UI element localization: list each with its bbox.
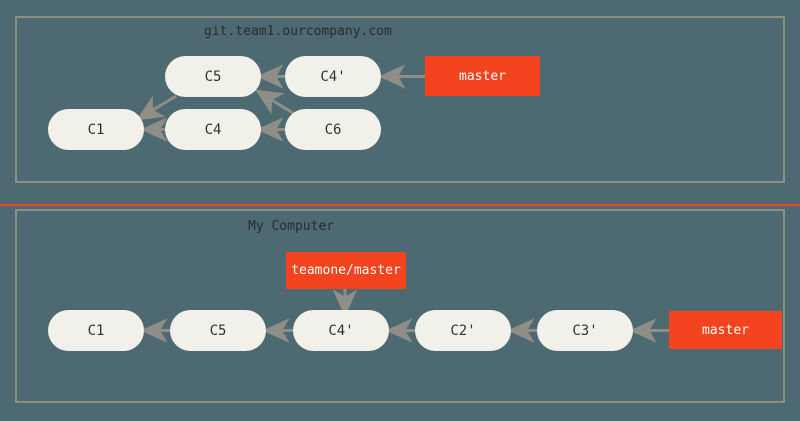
commit-label: C4' [320,68,346,85]
commit-label: C2' [450,322,476,339]
panel-divider-line [0,204,800,206]
commit-node-c1[interactable]: C1 [48,109,144,150]
commit-node-c4-prime[interactable]: C4' [285,56,381,97]
commit-node-local-c4-prime[interactable]: C4' [293,310,389,351]
commit-label: C4' [328,322,354,339]
commit-node-local-c3-prime[interactable]: C3' [537,310,633,351]
commit-label: C3' [572,322,598,339]
branch-ref-master-local[interactable]: master [669,311,782,349]
branch-ref-teamone-master[interactable]: teamone/master [286,252,406,289]
commit-node-c6[interactable]: C6 [285,109,381,150]
branch-ref-label: master [459,68,506,84]
commit-node-c5[interactable]: C5 [165,56,261,97]
commit-label: C5 [204,68,222,85]
branch-ref-label: master [702,322,749,338]
panel-remote-title: git.team1.ourcompany.com [204,24,392,39]
commit-node-local-c2-prime[interactable]: C2' [415,310,511,351]
panel-local-title: My Computer [248,219,335,234]
commit-label: C1 [87,121,105,138]
panel-local-repository [15,209,785,403]
commit-label: C5 [209,322,227,339]
commit-label: C6 [324,121,342,138]
branch-ref-master-remote[interactable]: master [425,56,540,96]
panel-remote-repository [15,16,785,183]
commit-node-local-c1[interactable]: C1 [48,310,144,351]
commit-label: C1 [87,322,105,339]
branch-ref-label: teamone/master [291,263,401,278]
commit-label: C4 [204,121,222,138]
commit-node-local-c5[interactable]: C5 [170,310,266,351]
commit-node-c4[interactable]: C4 [165,109,261,150]
